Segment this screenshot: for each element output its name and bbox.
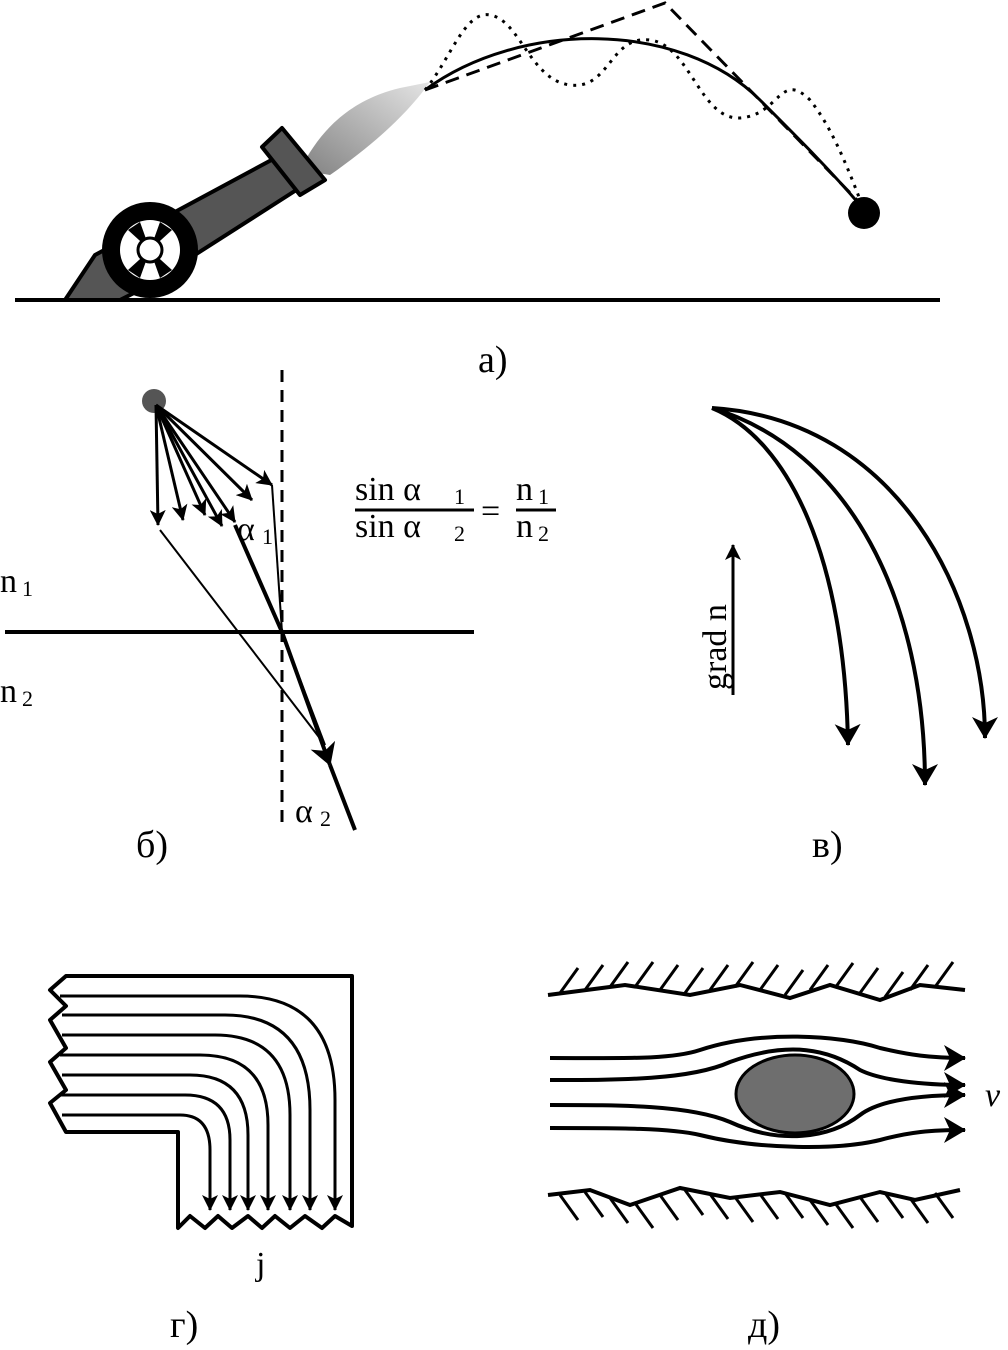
svg-text:n: n	[516, 471, 533, 508]
svg-text:α: α	[295, 793, 313, 830]
gradient-label: grad n	[697, 604, 734, 690]
panel-d-label: д)	[748, 1304, 780, 1346]
svg-text:n: n	[516, 508, 533, 545]
panel-v-gradient: grad n в)	[697, 406, 998, 866]
lower-wall	[547, 1185, 961, 1229]
trajectory-dotted	[423, 13, 864, 206]
fan-rays	[149, 403, 273, 527]
svg-text:n: n	[0, 563, 17, 600]
medium1-label: n 1	[0, 563, 33, 601]
trajectory-solid	[424, 37, 862, 206]
panel-d-flow: v д)	[547, 961, 1001, 1346]
angle2-label: α 2	[295, 793, 331, 831]
svg-text:1: 1	[454, 484, 465, 509]
panel-a-label: а)	[478, 339, 508, 381]
svg-text:2: 2	[454, 521, 465, 546]
medium2-label: n 2	[0, 673, 33, 711]
panel-b-label: б)	[136, 824, 168, 866]
snell-formula: sin α 1 sin α 2 = n 1 n 2	[355, 471, 556, 546]
svg-text:1: 1	[538, 484, 549, 509]
svg-text:2: 2	[320, 806, 331, 831]
svg-text:sin α: sin α	[355, 508, 421, 545]
obstacle	[734, 1053, 856, 1135]
refracted-paths	[159, 484, 357, 831]
svg-text:α: α	[237, 511, 255, 548]
panel-g-current: j г)	[48, 974, 354, 1346]
trajectory-dashed	[424, 1, 864, 207]
svg-text:sin α: sin α	[355, 471, 421, 508]
cannon-barrel	[63, 126, 327, 302]
svg-text:n: n	[0, 673, 17, 710]
panel-v-label: в)	[812, 824, 843, 866]
svg-text:2: 2	[538, 521, 549, 546]
upper-wall	[547, 961, 966, 1003]
panel-b-refraction: n 1 n 2 α 1 α 2 sin α 1 sin α 2 = n 1 n …	[0, 370, 556, 866]
curved-rays	[711, 406, 998, 786]
current-lines	[60, 994, 343, 1211]
cannonball	[848, 197, 880, 229]
velocity-label: v	[985, 1077, 1001, 1114]
panel-a-cannon: а)	[15, 1, 940, 381]
current-label: j	[255, 1246, 265, 1283]
svg-text:1: 1	[22, 576, 33, 601]
panel-g-label: г)	[170, 1304, 198, 1346]
angle1-label: α 1	[237, 511, 273, 549]
svg-text:1: 1	[262, 524, 273, 549]
svg-text:2: 2	[22, 686, 33, 711]
smoke-plume	[300, 82, 430, 175]
conductor-outline	[48, 974, 354, 1230]
gradient-arrow: grad n	[697, 544, 741, 695]
streamlines	[549, 1034, 966, 1149]
svg-text:=: =	[481, 493, 500, 530]
cannon-wheel	[102, 202, 198, 298]
